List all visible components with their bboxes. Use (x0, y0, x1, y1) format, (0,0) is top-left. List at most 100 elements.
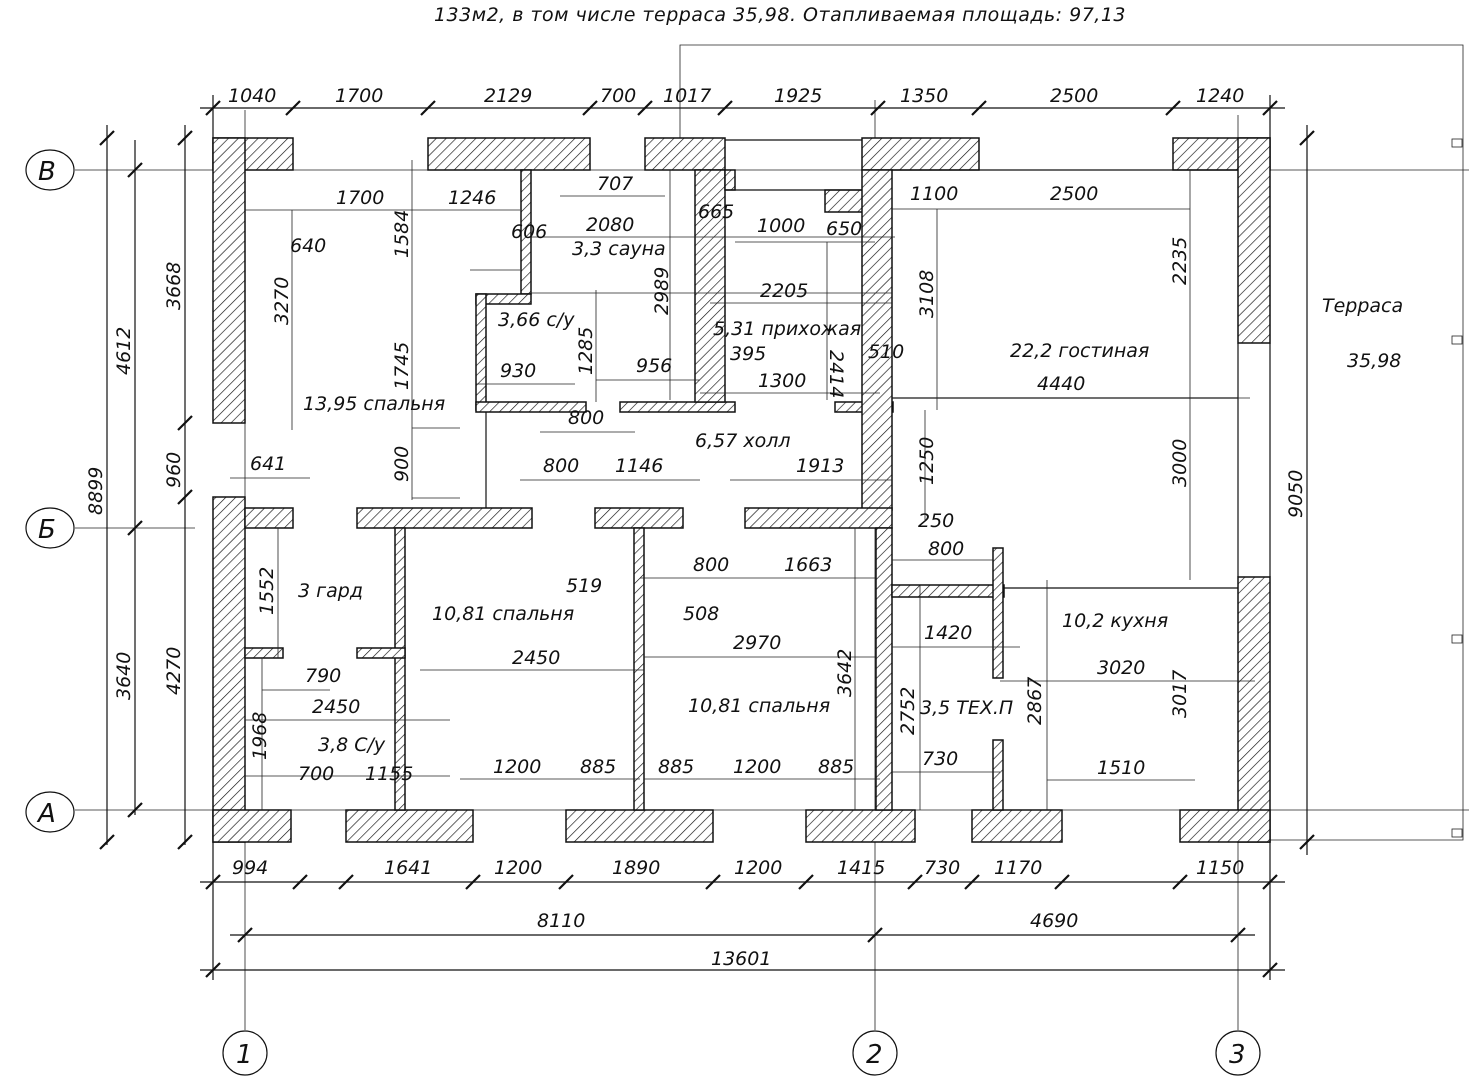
dim-label: 1200 (734, 857, 782, 879)
dimension-tick (798, 874, 814, 890)
wall (1237, 576, 1271, 843)
interior-dimension-labels: 1700 1246 640 3270 1584 1745 606 707 208… (249, 173, 1191, 785)
dimension-lines (106, 95, 1308, 980)
interior-dimension-lines (230, 160, 1255, 810)
dim-label: 1040 (228, 85, 276, 107)
room-label-wardrobe: 3 гард (298, 580, 363, 602)
terrace-post (1451, 138, 1463, 148)
wall (824, 189, 866, 213)
dimension-tick (705, 874, 721, 890)
dimension-tick (465, 874, 481, 890)
room-label-bedroom-3: 10,81 спальня (688, 695, 830, 717)
dimension-tick (177, 834, 193, 850)
dimension-tick (1054, 874, 1070, 890)
dimension-tick (717, 100, 733, 116)
dim-label: 1246 (448, 187, 496, 209)
axis-marker-1 (222, 1030, 268, 1076)
dim-label: 1700 (336, 187, 384, 209)
wall (427, 137, 591, 171)
dim-label: 650 (826, 218, 862, 240)
wall (356, 507, 533, 529)
dim-label: 641 (250, 453, 286, 475)
dim-label: 1350 (900, 85, 948, 107)
wall (619, 401, 736, 413)
dimension-tick (237, 927, 253, 943)
dim-label: 700 (298, 763, 334, 785)
room-label-living-room: 22,2 гостиная (1010, 340, 1149, 362)
dimension-tick (338, 874, 354, 890)
dimension-tick (1262, 874, 1278, 890)
dim-label: 1240 (1196, 85, 1244, 107)
dim-label: 2129 (484, 85, 532, 107)
dimension-tick (907, 874, 923, 890)
dim-label: 1925 (774, 85, 822, 107)
dimension-tick (177, 130, 193, 146)
dimension-tick (177, 415, 193, 431)
wall (594, 507, 684, 529)
terrace-post (1451, 634, 1463, 644)
dimension-tick (1230, 927, 1246, 943)
room-label-kitchen: 10,2 кухня (1062, 610, 1168, 632)
wall (212, 809, 292, 843)
room-label-sauna: 3,3 сауна (572, 238, 666, 260)
dimension-tick (127, 802, 143, 818)
dimension-tick (99, 834, 115, 850)
wall (861, 169, 893, 511)
dimension-tick (971, 100, 987, 116)
wall (875, 527, 893, 811)
dim-label: 1285 (575, 327, 597, 375)
dim-label: 1700 (335, 85, 383, 107)
room-label-bedroom-1: 13,95 спальня (303, 393, 445, 415)
plan-title: 133м2, в том числе терраса 35,98. Отапли… (433, 4, 1127, 26)
dim-label: 2500 (1050, 85, 1098, 107)
dimension-tick (1172, 874, 1188, 890)
axis-label-1: 1 (236, 1040, 253, 1070)
dim-label: 2450 (512, 647, 560, 669)
wall (565, 809, 714, 843)
dim-label: 1745 (391, 342, 413, 390)
dim-label: 4270 (163, 647, 185, 695)
dimension-tick (99, 130, 115, 146)
dim-label: 2989 (651, 267, 673, 315)
dimension-tick (637, 100, 653, 116)
dim-label: 1150 (1196, 857, 1244, 879)
dim-label: 3640 (113, 652, 135, 700)
dim-label: 606 (511, 221, 547, 243)
dimension-tick (582, 100, 598, 116)
dim-label: 2235 (1169, 237, 1191, 285)
dimension-tick (127, 162, 143, 178)
dim-label: 2205 (760, 280, 808, 302)
dim-label: 1200 (733, 756, 781, 778)
wall (971, 809, 1063, 843)
room-labels: 13,95 спальня 3,3 сауна 3,66 с/у 5,31 пр… (298, 238, 1403, 756)
dim-label: 956 (636, 355, 672, 377)
dim-label: 960 (163, 452, 185, 488)
walls (212, 137, 1271, 843)
axis-markers: В Б А 1 2 3 (25, 149, 1261, 1076)
dimension-tick (1299, 834, 1315, 850)
dim-label: 2500 (1050, 183, 1098, 205)
dim-label: 1663 (784, 554, 832, 576)
wall (244, 507, 294, 529)
dim-label: 3642 (834, 649, 856, 697)
terrace-post (1451, 335, 1463, 345)
terrace-boundary (679, 44, 1464, 841)
dim-label: 1170 (994, 857, 1042, 879)
dimension-tick (867, 927, 883, 943)
axis-label-2: 2 (866, 1040, 883, 1070)
dim-label: 1000 (757, 215, 805, 237)
dim-label: 9050 (1285, 470, 1307, 518)
dim-label: 1300 (758, 370, 806, 392)
dim-label: 900 (391, 446, 413, 482)
dim-label: 2970 (733, 632, 781, 654)
room-label-bathroom-2: 3,8 С/у (318, 734, 386, 756)
dim-label: 3668 (163, 262, 185, 310)
dim-label: 1155 (365, 763, 413, 785)
dim-label: 3017 (1169, 670, 1191, 718)
dim-label: 3020 (1097, 657, 1145, 679)
dim-label: 2080 (586, 214, 634, 236)
dimension-tick (1165, 100, 1181, 116)
axis-label-3: 3 (1229, 1040, 1246, 1070)
dim-label: 1146 (615, 455, 663, 477)
wall (644, 137, 726, 171)
